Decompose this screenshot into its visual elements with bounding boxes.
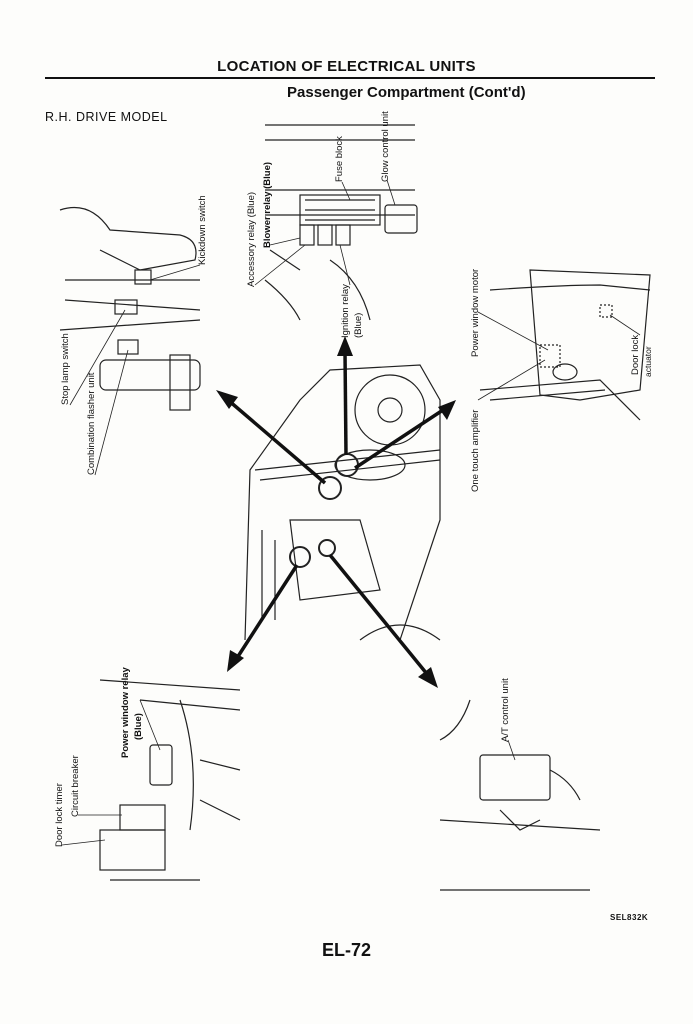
label-glow-control-unit: Glow control unit [380, 111, 391, 182]
page-title: LOCATION OF ELECTRICAL UNITS [217, 58, 476, 75]
fuse-block-drawing [264, 124, 418, 321]
model-label: R.H. DRIVE MODEL [45, 110, 168, 124]
door-drawing [479, 269, 651, 421]
title-rule [45, 77, 655, 79]
label-at-control-unit: A/T control unit [500, 678, 511, 742]
label-power-window-relay-color: (Blue) [133, 713, 144, 740]
central-dashboard-drawing [244, 364, 441, 641]
label-power-window-relay: Power window relay [120, 667, 131, 758]
label-ignition-relay: Ignition relay [340, 284, 351, 338]
label-fuse-block: Fuse block [334, 136, 345, 182]
label-one-touch-amplifier: One touch amplifier [470, 409, 481, 492]
pedal-area-drawing [59, 206, 201, 411]
page-subtitle: Passenger Compartment (Cont'd) [287, 84, 526, 101]
label-ignition-relay-color: (Blue) [353, 312, 364, 338]
label-accessory-relay: Accessory relay (Blue) [246, 191, 257, 287]
pointer-arrows [216, 336, 456, 688]
label-door-lock: Door lock [630, 334, 641, 375]
label-combination-flasher-unit: Combination flasher unit [86, 372, 97, 475]
label-stop-lamp-switch: Stop lamp switch [60, 333, 71, 405]
label-kickdown-switch: Kickdown switch [197, 195, 208, 265]
page-number: EL-72 [321, 940, 372, 960]
figure-code: SEL832K [610, 913, 649, 922]
label-power-window-motor: Power window motor [470, 268, 481, 357]
label-actuator: actuator [643, 346, 653, 377]
leader-lines [61, 179, 641, 846]
label-circuit-breaker: Circuit breaker [70, 755, 81, 817]
at-unit-drawing [439, 699, 601, 891]
label-blower-relay: Blower relay (Blue) [262, 161, 273, 248]
label-door-lock-timer: Door lock timer [54, 783, 65, 847]
relay-area-drawing [99, 679, 241, 881]
